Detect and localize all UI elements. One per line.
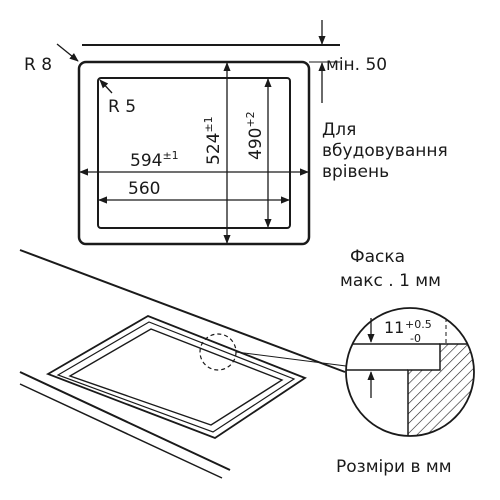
cutout-inner-opening: [68, 328, 284, 426]
depth-inner-tolerance: +2: [244, 111, 257, 127]
width-outer-tolerance: ±1: [162, 149, 178, 162]
chamfer-note-line1: Фаска: [350, 247, 405, 267]
depth-outer-tolerance: ±1: [202, 116, 215, 132]
detail-leader-line: [235, 351, 347, 367]
radius-outer-leader: [56, 43, 79, 62]
chamfer-note-line2: макс . 1 мм: [340, 271, 441, 291]
top-view-plan: R 8 R 5 мін. 50 594±1 560 524±1 490+2 Дл…: [24, 20, 448, 246]
flush-note-line2: вбудовування: [322, 141, 448, 161]
units-note: Розміри в мм: [336, 457, 452, 477]
recess-tolerance-upper: +0.5: [405, 318, 432, 331]
countertop-front-edge-lower: [19, 383, 223, 479]
radius-outer-label: R 8: [24, 55, 52, 75]
outer-cutout-outline: [77, 60, 311, 246]
radius-inner-leader: [99, 79, 113, 94]
countertop-back-edge: [19, 249, 346, 373]
radius-inner-label: R 5: [108, 97, 136, 117]
depth-inner-value: 490: [246, 128, 266, 160]
countertop-perspective: [19, 249, 347, 479]
width-inner-label: 560: [128, 179, 160, 199]
cutout-outer-rim: [45, 315, 307, 440]
depth-outer-value: 524: [204, 133, 224, 165]
countertop-front-edge: [19, 371, 231, 471]
recess-tolerance-lower: -0: [410, 332, 421, 345]
flush-note-line1: Для: [322, 120, 356, 140]
width-outer-label: 594±1: [130, 149, 179, 171]
recess-value: 11: [384, 318, 404, 337]
cutout-rim-middle: [56, 321, 296, 433]
depth-outer-label: 524±1: [202, 116, 224, 165]
inner-cutout-outline: [97, 77, 291, 229]
depth-inner-label: 490+2: [244, 111, 266, 160]
min-gap-label: мін. 50: [326, 55, 387, 75]
flush-note-line3: врівень: [322, 162, 389, 182]
width-outer-value: 594: [130, 151, 162, 171]
recess-label: 11: [384, 318, 404, 337]
detail-marker-circle: [199, 333, 237, 371]
